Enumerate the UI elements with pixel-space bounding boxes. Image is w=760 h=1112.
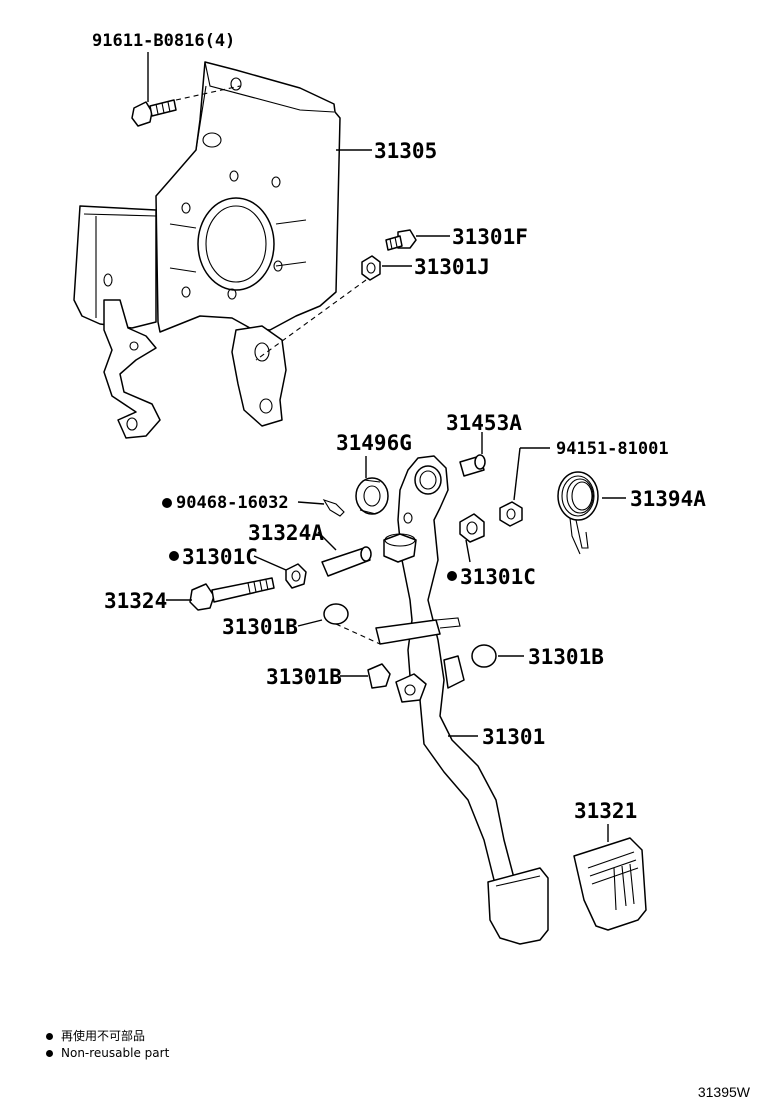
label-31305: 31305 (374, 139, 437, 163)
pivot-bolt-drawing (189, 577, 275, 611)
label-31301b-right: 31301B (528, 645, 604, 669)
label-31324: 31324 (104, 589, 167, 613)
collar-drawing (321, 546, 372, 577)
small-bolt-drawing (385, 229, 417, 251)
bushing-right-drawing (459, 513, 485, 543)
non-reusable-marker-31301c-left (169, 551, 179, 561)
bushing-drawing (355, 477, 389, 515)
label-31301b-top: 31301B (222, 615, 298, 639)
legend-row-japanese: 再使用不可部品 (46, 1028, 169, 1045)
legend-text-english: Non-reusable part (61, 1046, 170, 1060)
pedal-bracket-drawing (73, 61, 341, 439)
label-31321: 31321 (574, 799, 637, 823)
label-31324a: 31324A (248, 521, 324, 545)
label-31301c-left: 31301C (182, 545, 258, 569)
legend-row-english: Non-reusable part (46, 1045, 169, 1062)
label-31301: 31301 (482, 725, 545, 749)
legend: 再使用不可部品 Non-reusable part (46, 1028, 169, 1062)
legend-dot-icon (46, 1050, 53, 1057)
label-91611-b0816: 91611-B0816(4) (92, 31, 235, 51)
pedal-pad-drawing (573, 837, 647, 931)
leader-lines (147, 52, 626, 842)
label-31301f: 31301F (452, 225, 528, 249)
stopper-top-drawing (323, 603, 349, 625)
label-31301j: 31301J (414, 255, 490, 279)
non-reusable-marker-31301c-right (447, 571, 457, 581)
clip-drawing (322, 499, 345, 517)
pin-drawing (459, 454, 486, 477)
brake-pedal-arm-drawing (375, 455, 549, 945)
legend-dot-icon (46, 1033, 53, 1040)
stopper-right-drawing (471, 644, 497, 668)
non-reusable-marker-90468 (162, 498, 172, 508)
diagram-code: 31395W (697, 1084, 750, 1100)
legend-text-japanese: 再使用不可部品 (61, 1029, 146, 1043)
return-spring-drawing (557, 471, 599, 555)
nut-drawing (361, 255, 381, 281)
label-31301b-left: 31301B (266, 665, 342, 689)
label-31301c-right: 31301C (460, 565, 536, 589)
label-94151-81001: 94151-81001 (556, 439, 669, 459)
flange-nut-drawing (499, 501, 523, 527)
stopper-left-drawing (367, 663, 391, 689)
flange-bolt-drawing (131, 99, 177, 127)
label-31453a: 31453A (446, 411, 522, 435)
bushing-left-drawing (285, 563, 307, 589)
label-31394a: 31394A (630, 487, 706, 511)
label-31496g: 31496G (336, 431, 412, 455)
label-90468-16032: 90468-16032 (176, 493, 289, 513)
